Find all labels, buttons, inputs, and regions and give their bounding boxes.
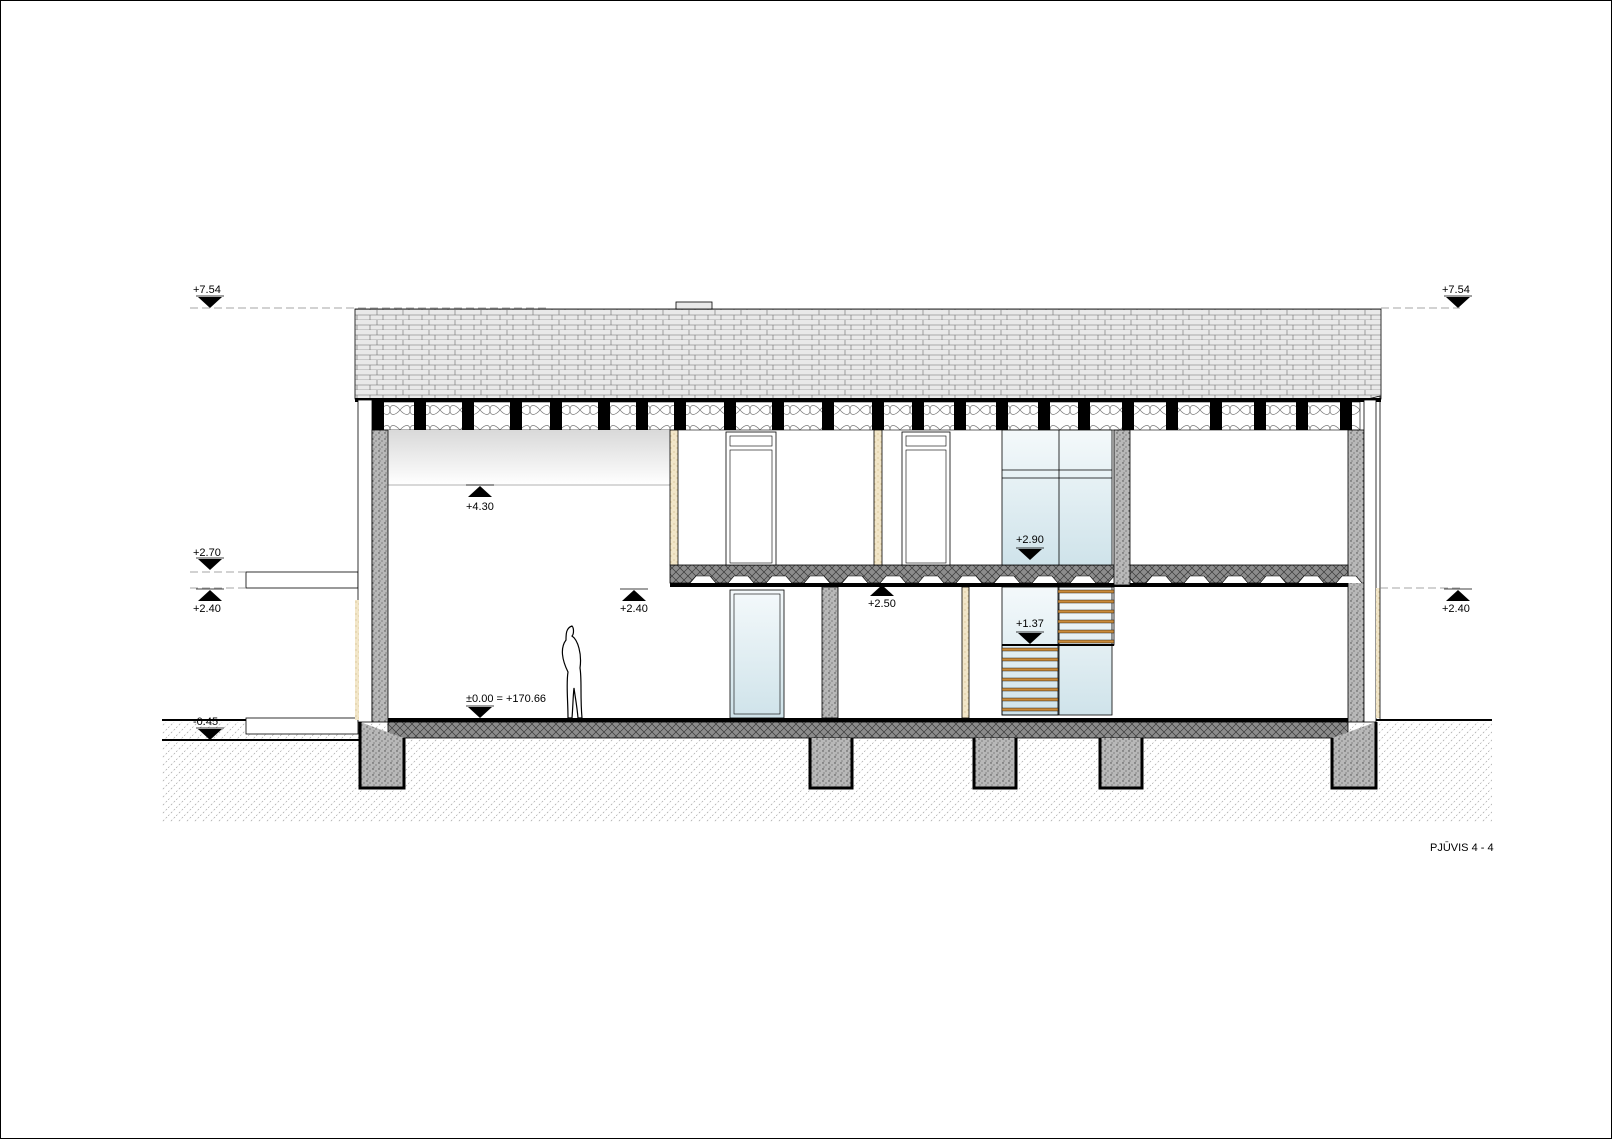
rafter xyxy=(674,402,686,430)
level-label-roof-right: +7.54 xyxy=(1442,284,1470,296)
rafter xyxy=(872,402,884,430)
level-label-upper-floor: +2.90 xyxy=(1016,534,1044,546)
level-marker-triangle xyxy=(622,590,646,601)
level-marker-triangle xyxy=(468,707,492,718)
rafter xyxy=(372,402,384,430)
level-label-zero: ±0.00 = +170.66 xyxy=(466,693,546,705)
rafter xyxy=(414,402,426,430)
stair-tread xyxy=(1001,707,1059,712)
rafter xyxy=(1296,402,1308,430)
stair-window xyxy=(1001,429,1113,716)
level-marker-triangle xyxy=(198,559,222,570)
upper-slab xyxy=(669,564,1363,587)
rafter xyxy=(822,402,834,430)
slab-rib xyxy=(765,575,793,584)
level-markers xyxy=(196,295,1472,740)
slab-rib xyxy=(879,575,907,584)
level-label-ground-outside: -0.45 xyxy=(193,716,218,728)
slab-rib xyxy=(841,575,869,584)
level-label-right-2-40: +2.40 xyxy=(1442,603,1470,615)
level-marker-triangle xyxy=(1446,590,1470,601)
rafter xyxy=(772,402,784,430)
ground-slab xyxy=(387,718,1349,739)
hall-ceiling xyxy=(388,430,670,485)
slab-rib xyxy=(955,575,983,584)
left-terrace xyxy=(245,717,359,735)
rafter xyxy=(724,402,736,430)
level-marker-triangle xyxy=(468,486,492,497)
rafter xyxy=(954,402,966,430)
level-label-canopy-bottom: +2.40 xyxy=(193,603,221,615)
level-marker-triangle xyxy=(198,729,222,740)
rafter xyxy=(1038,402,1050,430)
rafter xyxy=(1166,402,1178,430)
stair-tread xyxy=(1001,687,1059,692)
level-marker-triangle xyxy=(198,297,222,308)
upper-partitions xyxy=(669,429,1131,586)
foundations xyxy=(358,722,1378,790)
stair-tread xyxy=(1001,697,1059,702)
drawing-title: PJŪVIS 4 - 4 xyxy=(1430,842,1494,854)
stair-tread xyxy=(1001,667,1059,672)
slab-rib xyxy=(993,575,1021,584)
level-label-hall-2-40: +2.40 xyxy=(620,603,648,615)
rafter xyxy=(550,402,562,430)
slab-rib xyxy=(1145,575,1173,584)
person-figure xyxy=(561,625,583,719)
dashed-level-lines xyxy=(190,307,1460,589)
right-wall xyxy=(1347,395,1381,723)
rafter xyxy=(1340,402,1352,430)
slab-rib xyxy=(1031,575,1059,584)
rafter xyxy=(1078,402,1090,430)
slab-rib xyxy=(803,575,831,584)
level-marker-triangle xyxy=(870,585,894,596)
stair-tread xyxy=(1001,647,1059,652)
slab-rib xyxy=(917,575,945,584)
rafter xyxy=(1254,402,1266,430)
stair-tread xyxy=(1001,677,1059,682)
rafter xyxy=(462,402,474,430)
level-marker-triangle xyxy=(1018,549,1042,560)
lower-interior xyxy=(729,586,970,719)
slab-rib xyxy=(1335,575,1363,584)
level-marker-triangle xyxy=(1446,297,1470,308)
left-canopy xyxy=(245,571,359,589)
rafter xyxy=(912,402,924,430)
stair-tread xyxy=(1057,629,1115,634)
rafter xyxy=(510,402,522,430)
stair-tread xyxy=(1057,599,1115,604)
rafter xyxy=(1210,402,1222,430)
slab-rib xyxy=(1069,575,1097,584)
roof xyxy=(354,301,1382,431)
stair-tread xyxy=(1001,657,1059,662)
level-label-slab-bottom: +2.50 xyxy=(868,598,896,610)
stair-tread xyxy=(1057,639,1115,644)
rafter xyxy=(1122,402,1134,430)
level-marker-triangle xyxy=(1018,633,1042,644)
level-label-roof-left: +7.54 xyxy=(193,284,221,296)
stairs xyxy=(1001,586,1115,716)
level-label-hall-ceiling: +4.30 xyxy=(466,501,494,513)
upper-doors xyxy=(725,431,951,566)
level-label-canopy-top: +2.70 xyxy=(193,547,221,559)
slab-rib xyxy=(1221,575,1249,584)
slab-rib xyxy=(1259,575,1287,584)
rafters xyxy=(372,402,1352,430)
slab-rib xyxy=(689,575,717,584)
stair-tread xyxy=(1057,619,1115,624)
level-label-stair-landing: +1.37 xyxy=(1016,618,1044,630)
rafter xyxy=(636,402,648,430)
rafter xyxy=(996,402,1008,430)
stair-tread xyxy=(1057,609,1115,614)
rafter xyxy=(598,402,610,430)
level-marker-triangle xyxy=(198,590,222,601)
slab-rib xyxy=(1297,575,1325,584)
stair-tread xyxy=(1057,589,1115,594)
left-wall xyxy=(355,399,389,723)
slab-rib xyxy=(1183,575,1211,584)
slab-rib xyxy=(727,575,755,584)
